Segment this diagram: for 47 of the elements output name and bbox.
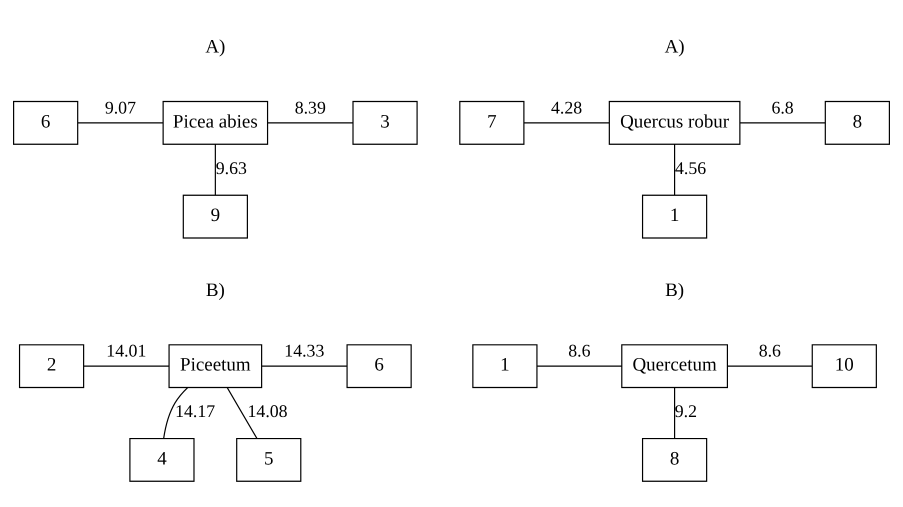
node-box: 2 bbox=[18, 344, 84, 388]
edge-label: 9.63 bbox=[216, 157, 247, 178]
node-box: 8 bbox=[642, 437, 708, 482]
node-box: Picea abies bbox=[162, 100, 268, 144]
connector bbox=[214, 144, 216, 195]
connector bbox=[674, 387, 676, 438]
connector bbox=[728, 365, 812, 366]
node-box: 6 bbox=[346, 344, 412, 388]
node-box: 1 bbox=[472, 344, 538, 388]
node-box: 7 bbox=[459, 100, 524, 144]
node-box: 4 bbox=[129, 437, 195, 482]
node-box: Piceetum bbox=[168, 344, 262, 388]
node-box: 3 bbox=[352, 100, 418, 144]
node-box: Quercetum bbox=[621, 344, 728, 388]
node-box: 6 bbox=[13, 100, 78, 144]
node-box: 5 bbox=[236, 437, 302, 482]
connector bbox=[163, 386, 188, 438]
node-box: 10 bbox=[812, 344, 877, 388]
edge-label: 8.6 bbox=[568, 340, 590, 360]
edge-label: 6.8 bbox=[771, 96, 794, 117]
edge-label: 14.17 bbox=[175, 400, 216, 421]
edge-label: 9.2 bbox=[674, 400, 697, 421]
edge-label: 8.39 bbox=[294, 96, 326, 117]
label: B) bbox=[206, 279, 225, 300]
edge-label: 9.07 bbox=[104, 96, 136, 117]
edge-label: 8.6 bbox=[758, 340, 781, 360]
edge-label: 4.28 bbox=[551, 96, 582, 117]
connector bbox=[84, 365, 169, 366]
connector bbox=[268, 122, 353, 123]
edge-label: 14.01 bbox=[106, 340, 146, 360]
node-box: 9 bbox=[182, 194, 248, 238]
edge-label: 14.08 bbox=[248, 400, 288, 421]
label: B) bbox=[665, 279, 684, 300]
label: A) bbox=[664, 36, 685, 58]
edge-label: 4.56 bbox=[675, 157, 706, 178]
label: A) bbox=[205, 36, 226, 58]
connector bbox=[674, 144, 676, 195]
connector bbox=[226, 386, 258, 438]
connector bbox=[524, 122, 609, 123]
connector bbox=[78, 122, 164, 123]
connector bbox=[537, 365, 622, 366]
node-box: Quercus robur bbox=[608, 100, 740, 144]
connector bbox=[262, 365, 348, 366]
connector bbox=[740, 122, 826, 123]
node-box: 8 bbox=[824, 100, 890, 144]
edge-label: 14.33 bbox=[284, 340, 324, 360]
node-box: 1 bbox=[642, 194, 708, 238]
